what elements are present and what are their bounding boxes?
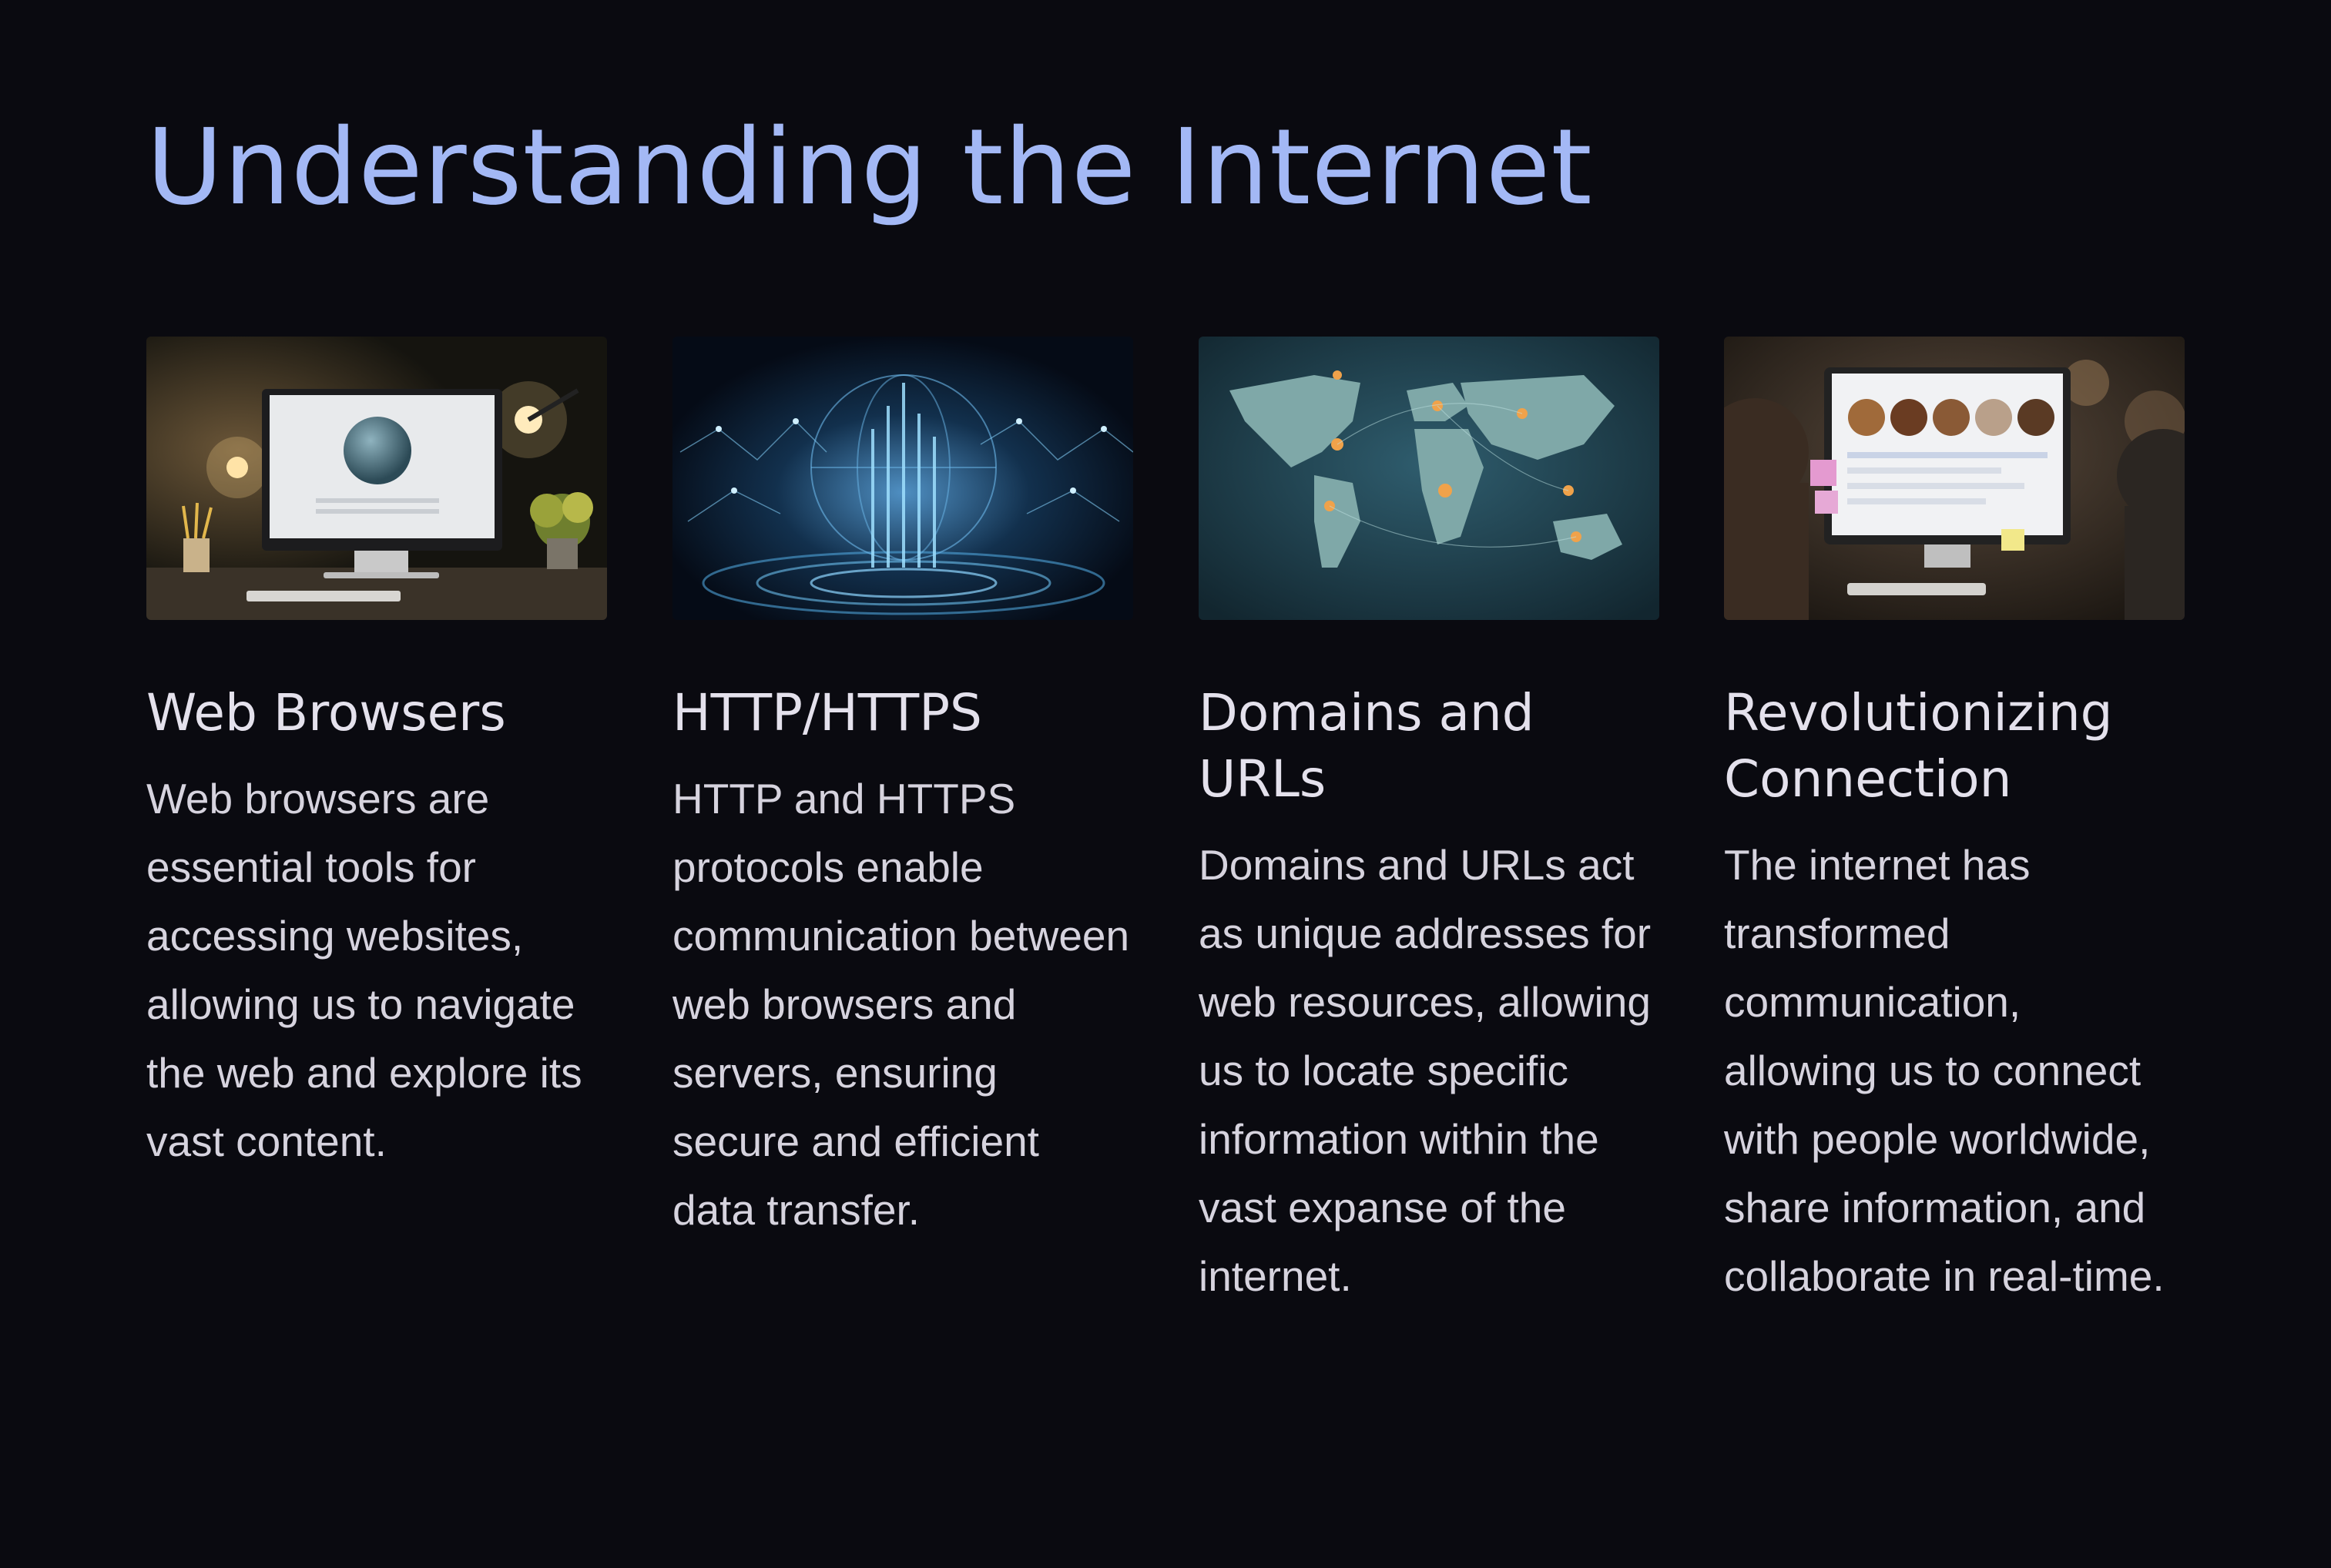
card-revolutionizing-connection: Revolutionizing Connection The internet …	[1724, 337, 2185, 1311]
card-body: Web browsers are essential tools for acc…	[146, 775, 582, 1165]
card-body: The internet has transformed communicati…	[1724, 841, 2165, 1300]
card-title: Web Browsers	[146, 683, 506, 742]
card-title: Domains and URLs	[1199, 683, 1534, 809]
card-body: Domains and URLs act as unique addresses…	[1199, 841, 1652, 1300]
world-map-pins-image	[1199, 337, 1659, 620]
video-call-monitor-image	[1724, 337, 2185, 620]
card-title: HTTP/HTTPS	[672, 683, 982, 742]
digital-network-globe-image	[672, 337, 1133, 620]
card-title: Revolutionizing Connection	[1724, 683, 2113, 809]
desk-computer-globe-image	[146, 337, 607, 620]
card-domains-urls: Domains and URLs Domains and URLs act as…	[1199, 337, 1659, 1311]
card-http-https: HTTP/HTTPS HTTP and HTTPS protocols enab…	[672, 337, 1133, 1245]
slide-title: Understanding the Internet	[146, 107, 1593, 229]
card-body: HTTP and HTTPS protocols enable communic…	[672, 775, 1130, 1234]
card-web-browsers: Web Browsers Web browsers are essential …	[146, 337, 607, 1176]
